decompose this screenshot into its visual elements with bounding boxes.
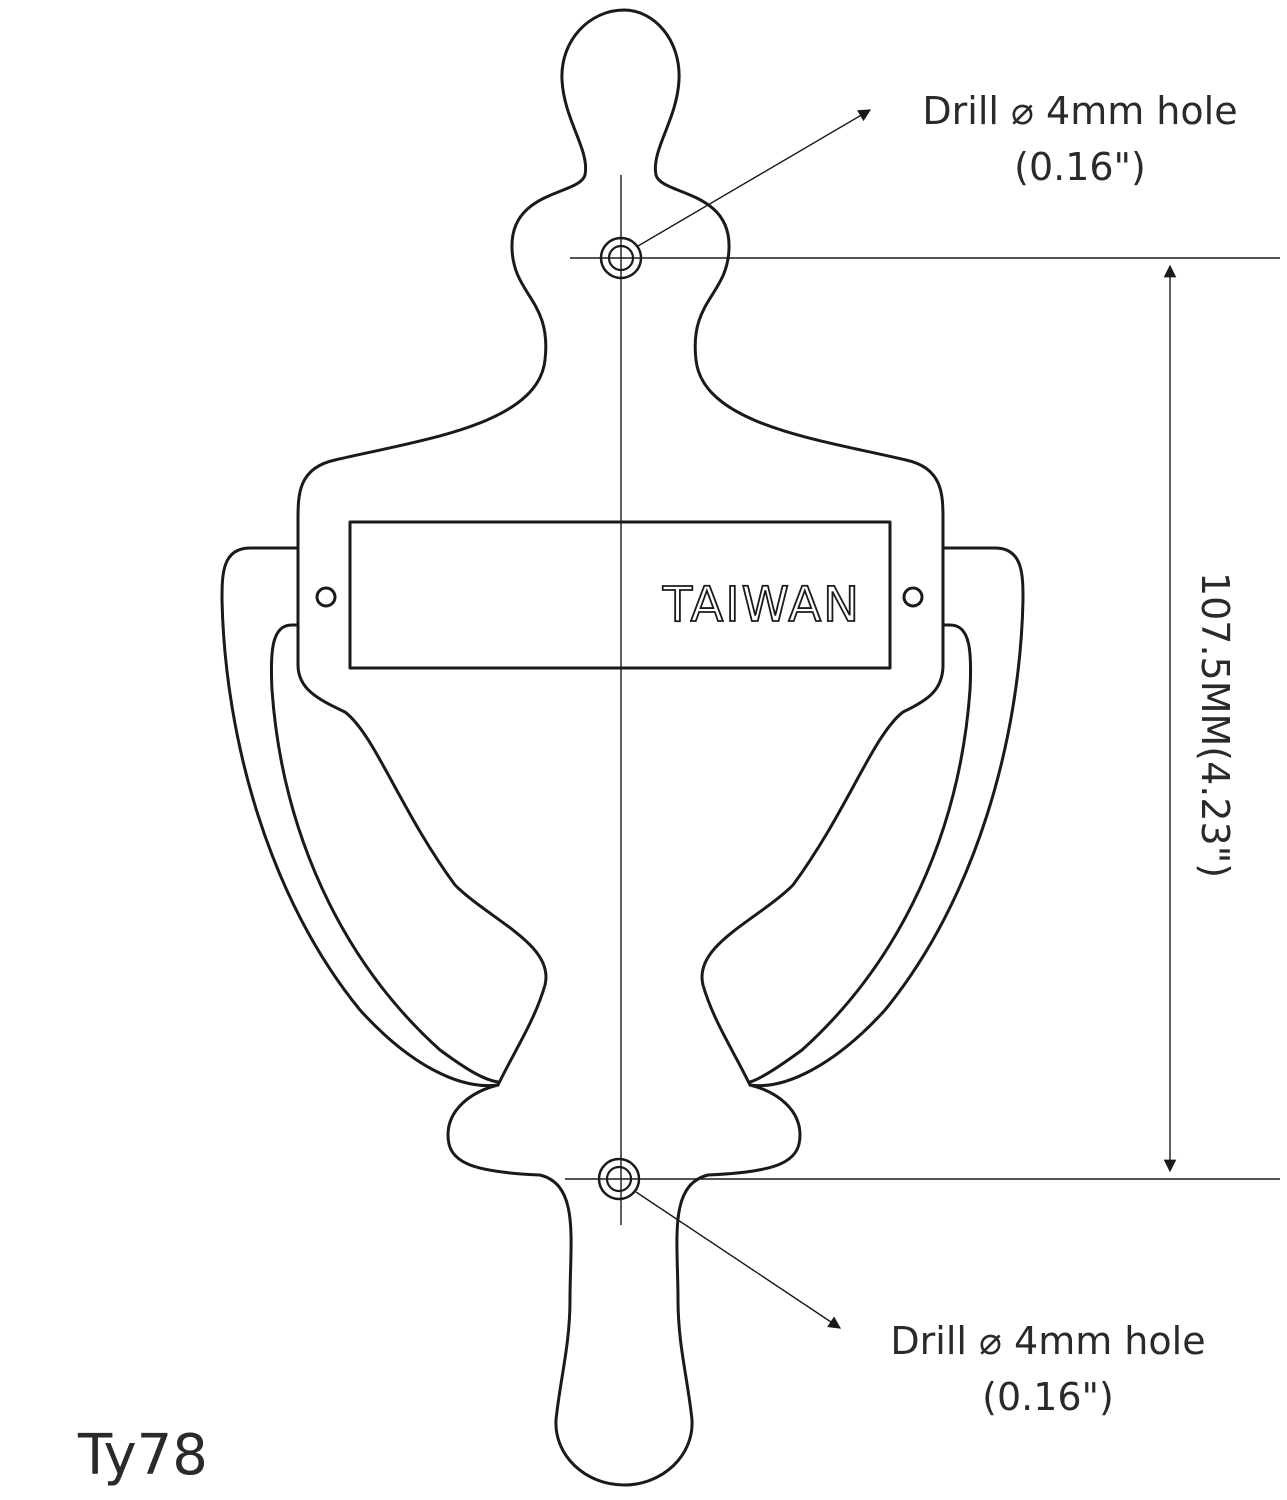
right-pivot-hole xyxy=(902,586,924,608)
top-hole-label-line1: Drill ⌀ 4mm hole xyxy=(922,89,1238,133)
right-ring-outline xyxy=(748,546,1025,1088)
top-leader-arrow xyxy=(637,109,872,247)
knocker-body-outline xyxy=(296,8,945,1487)
bottom-leader-arrow xyxy=(635,1191,842,1329)
model-label: Ty78 xyxy=(78,1423,208,1488)
plate-text: TAIWAN xyxy=(662,577,861,633)
name-plate xyxy=(348,520,892,670)
dimension-label: 107.5MM(4.23") xyxy=(1193,540,1237,910)
left-ring-outline xyxy=(220,546,500,1088)
top-hole-label: Drill ⌀ 4mm hole (0.16") xyxy=(910,92,1250,186)
top-hole-label-line2: (0.16") xyxy=(1014,145,1146,189)
dimension-label-text: 107.5MM(4.23") xyxy=(1193,571,1237,879)
bottom-hole-label-line2: (0.16") xyxy=(982,1375,1114,1419)
bottom-hole-label: Drill ⌀ 4mm hole (0.16") xyxy=(878,1322,1218,1416)
bottom-hole-label-line1: Drill ⌀ 4mm hole xyxy=(890,1319,1206,1363)
left-pivot-hole xyxy=(315,586,337,608)
